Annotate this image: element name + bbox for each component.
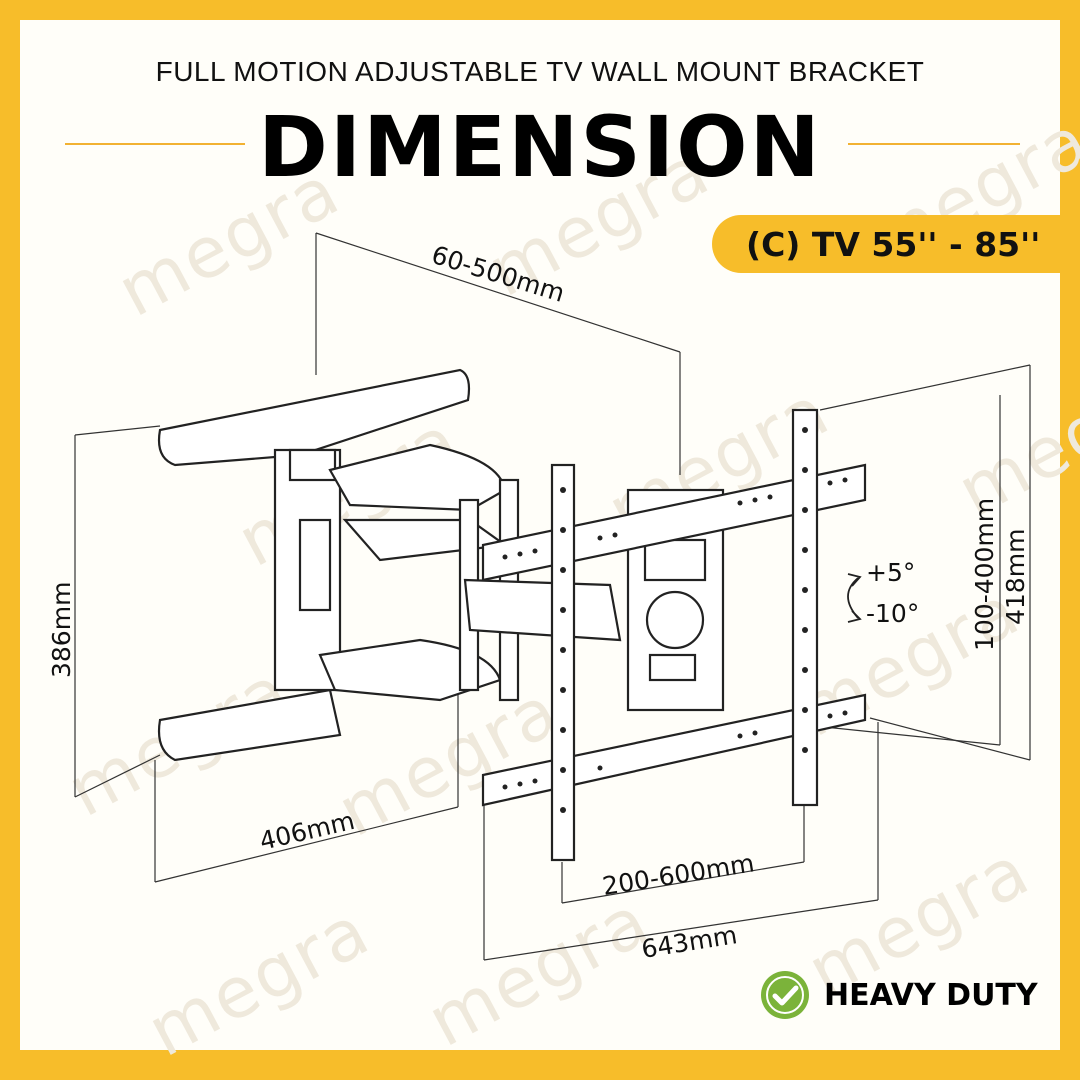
label-vesa-width: 200-600mm	[600, 848, 756, 901]
label-overall-width: 643mm	[639, 920, 739, 964]
label-arm-extension: 60-500mm	[428, 240, 568, 308]
mount-drawing	[157, 368, 867, 862]
page-title: DIMENSION	[258, 98, 822, 196]
tv-size-badge: (C) TV 55'' - 85''	[712, 215, 1060, 273]
check-circle-icon	[761, 971, 809, 1019]
label-wall-plate-height: 386mm	[47, 582, 76, 678]
label-tilt-down: -10°	[866, 599, 919, 628]
rail-holes	[502, 427, 848, 813]
heavy-duty-label: HEAVY DUTY	[824, 977, 1038, 1013]
dimension-lines	[74, 232, 1031, 961]
heavy-duty-badge: HEAVY DUTY	[760, 970, 1038, 1020]
label-overall-height: 418mm	[1001, 529, 1030, 625]
page-subtitle: FULL MOTION ADJUSTABLE TV WALL MOUNT BRA…	[155, 56, 925, 87]
tv-size-label: (C) TV 55'' - 85''	[746, 224, 1041, 264]
label-wall-plate-width: 406mm	[257, 806, 357, 856]
tilt-arrow-icon	[847, 573, 862, 623]
label-vesa-height: 100-400mm	[970, 498, 999, 651]
label-tilt-up: +5°	[866, 558, 915, 587]
title-rule-right	[848, 143, 1020, 145]
title-rule-left	[65, 143, 245, 145]
